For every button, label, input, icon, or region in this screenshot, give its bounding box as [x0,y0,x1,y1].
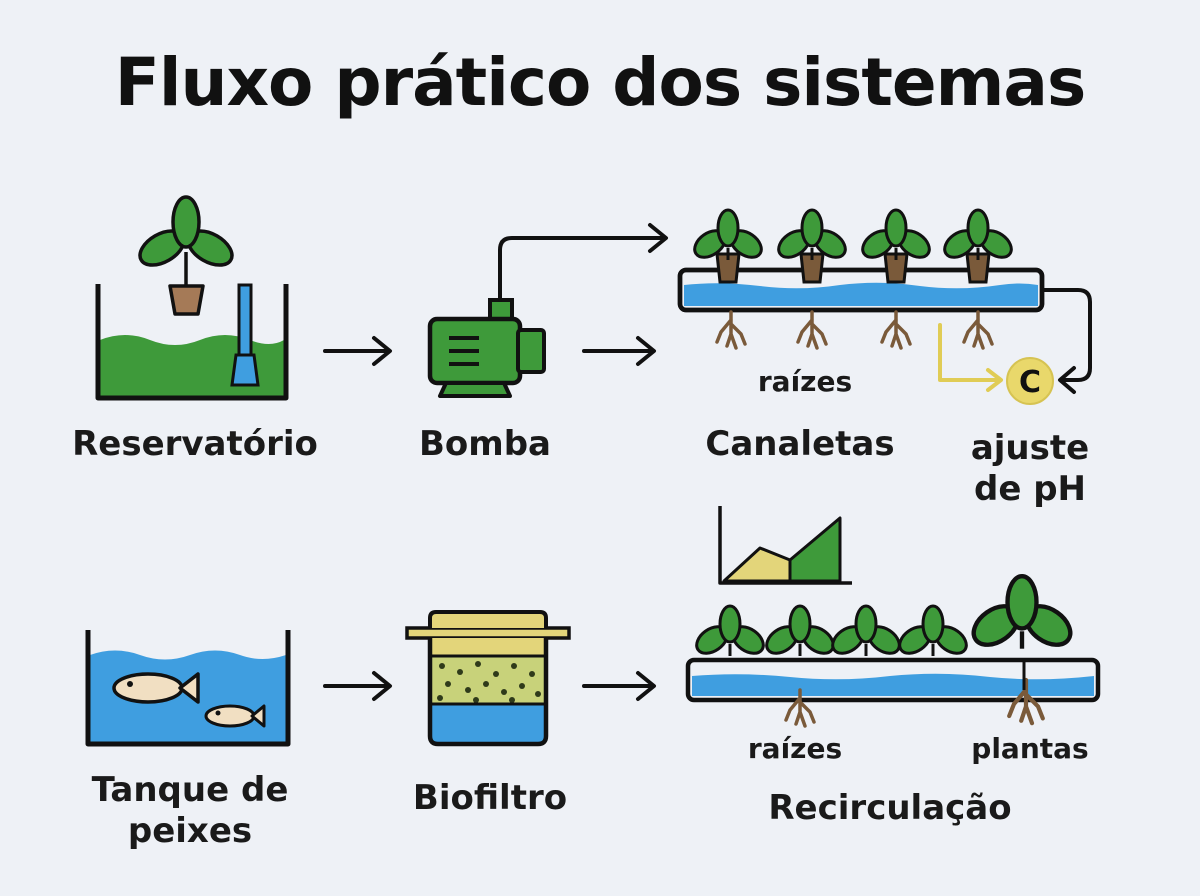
fish-icon-small [204,704,266,728]
arrow-reservoir-to-pump [323,336,392,366]
arrow-pump-to-channels-pipe [498,223,668,302]
recirculation-roots [784,658,1043,728]
pump-label: Bomba [419,424,551,464]
reservoir-label: Reservatório [72,424,318,464]
plants-label: plantas [971,732,1089,765]
arrow-pump-to-channels [582,336,656,366]
fish-icon [112,672,200,704]
ph-feed-arrow [938,323,1003,392]
ph-symbol: C [1019,365,1041,400]
page-title: Fluxo prático dos sistemas [114,44,1086,121]
channel-roots [715,310,994,350]
chart-icon [718,506,852,585]
fish-tank-label: Tanque de peixes [91,770,289,852]
arrow-channels-to-ph [1040,288,1092,394]
recirculation-label: Recirculação [768,788,1012,828]
biofilter-label: Biofiltro [412,778,568,818]
recirculation-channel-icon [685,657,1101,703]
biofilter-icon [405,610,571,747]
pump-icon [427,298,546,398]
channels-label: Canaletas [705,424,895,464]
roots-label-bottom: raízes [747,732,843,765]
reservoir-icon [95,195,289,401]
ph-sensor-icon [1006,357,1054,405]
roots-label-top: raízes [757,365,853,398]
channel-plants [688,208,1018,284]
recirculation-plants [690,576,1078,661]
arrow-tank-to-biofilter [323,671,392,701]
ph-adjust-label: ajuste de pH [970,428,1090,510]
arrow-biofilter-to-recirculation [582,671,656,701]
